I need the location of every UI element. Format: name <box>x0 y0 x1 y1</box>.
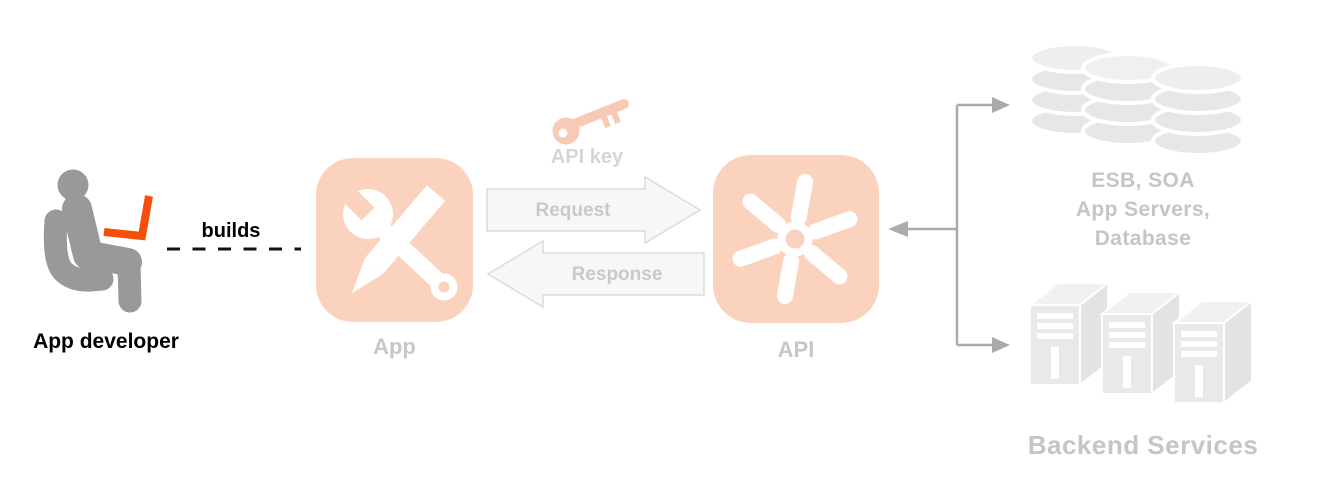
server-tower <box>1171 298 1255 406</box>
response-arrow <box>486 239 705 309</box>
person-head <box>57 169 89 201</box>
person-shin <box>117 252 142 313</box>
api-key-icon <box>552 99 629 145</box>
builds-dashed-line <box>167 247 301 251</box>
request-arrow-label: Request <box>535 200 611 221</box>
backend-systems-label: ESB, SOA App Servers, Database <box>1023 166 1263 253</box>
response-arrow-label: Response <box>571 264 663 285</box>
pinwheel-icon <box>732 173 858 305</box>
database-cylinder <box>1151 62 1245 157</box>
backend-servers-icon <box>1027 280 1255 406</box>
arrowhead-to-databases <box>992 97 1010 113</box>
app-node-icon <box>316 158 473 322</box>
app-developer-icon <box>43 169 153 313</box>
server-tower <box>1027 280 1111 388</box>
api-node-label: API <box>777 337 815 362</box>
backend-systems-line-2: App Servers, <box>1075 198 1211 221</box>
backend-systems-line-1: ESB, SOA <box>1091 169 1195 192</box>
laptop-icon <box>103 195 153 241</box>
api-node-icon <box>713 155 879 323</box>
backend-services-label: Backend Services <box>1027 430 1259 460</box>
backend-connector-lines <box>888 97 1010 353</box>
hub-ring-icon <box>777 221 813 257</box>
backend-systems-line-3: Database <box>1094 227 1192 250</box>
server-tower <box>1099 289 1183 397</box>
app-developer-label: App developer <box>33 330 179 353</box>
app-node-label: App <box>373 334 416 359</box>
builds-label: builds <box>201 220 261 242</box>
request-arrow <box>486 175 702 245</box>
api-key-label: API key <box>550 146 624 168</box>
arrowhead-to-servers <box>992 337 1010 353</box>
databases-icon <box>1028 42 1245 157</box>
pencil-icon <box>352 185 446 293</box>
chair-icon <box>43 209 114 292</box>
api-node-tile <box>713 155 879 323</box>
database-cylinder <box>1081 52 1175 147</box>
arrowhead-to-api <box>888 221 908 237</box>
